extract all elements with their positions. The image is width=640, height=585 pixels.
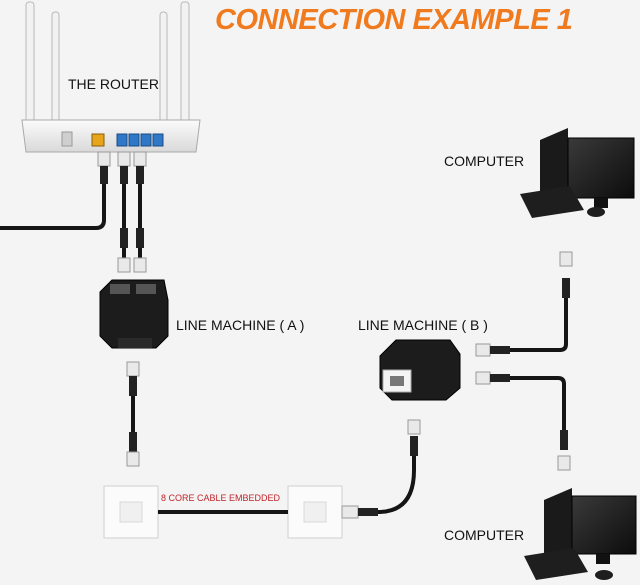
line-machine-b bbox=[379, 339, 461, 401]
router-to-a-cables bbox=[117, 184, 147, 273]
router-uplink-cable bbox=[0, 175, 106, 230]
plate-to-b-cable bbox=[341, 419, 421, 519]
computer-bottom bbox=[524, 488, 637, 580]
line-machine-b-label: LINE MACHINE ( B ) bbox=[358, 317, 488, 333]
b-to-computers-cables bbox=[475, 251, 573, 471]
router-plugs bbox=[97, 151, 147, 184]
cable-label: 8 CORE CABLE EMBEDDED bbox=[161, 493, 281, 503]
diagram-title: CONNECTION EXAMPLE 1 bbox=[215, 4, 573, 36]
line-machine-a-label: LINE MACHINE ( A ) bbox=[176, 317, 305, 333]
router-label: THE ROUTER bbox=[68, 76, 159, 92]
computer-top-label: COMPUTER bbox=[444, 153, 525, 169]
computer-top bbox=[520, 128, 635, 218]
a-to-plate-cable bbox=[126, 361, 140, 467]
router bbox=[21, 1, 201, 153]
wall-plate-right bbox=[287, 485, 343, 539]
line-machine-a bbox=[99, 279, 169, 349]
wall-plate-left bbox=[103, 485, 159, 539]
computer-bottom-label: COMPUTER bbox=[444, 527, 525, 543]
